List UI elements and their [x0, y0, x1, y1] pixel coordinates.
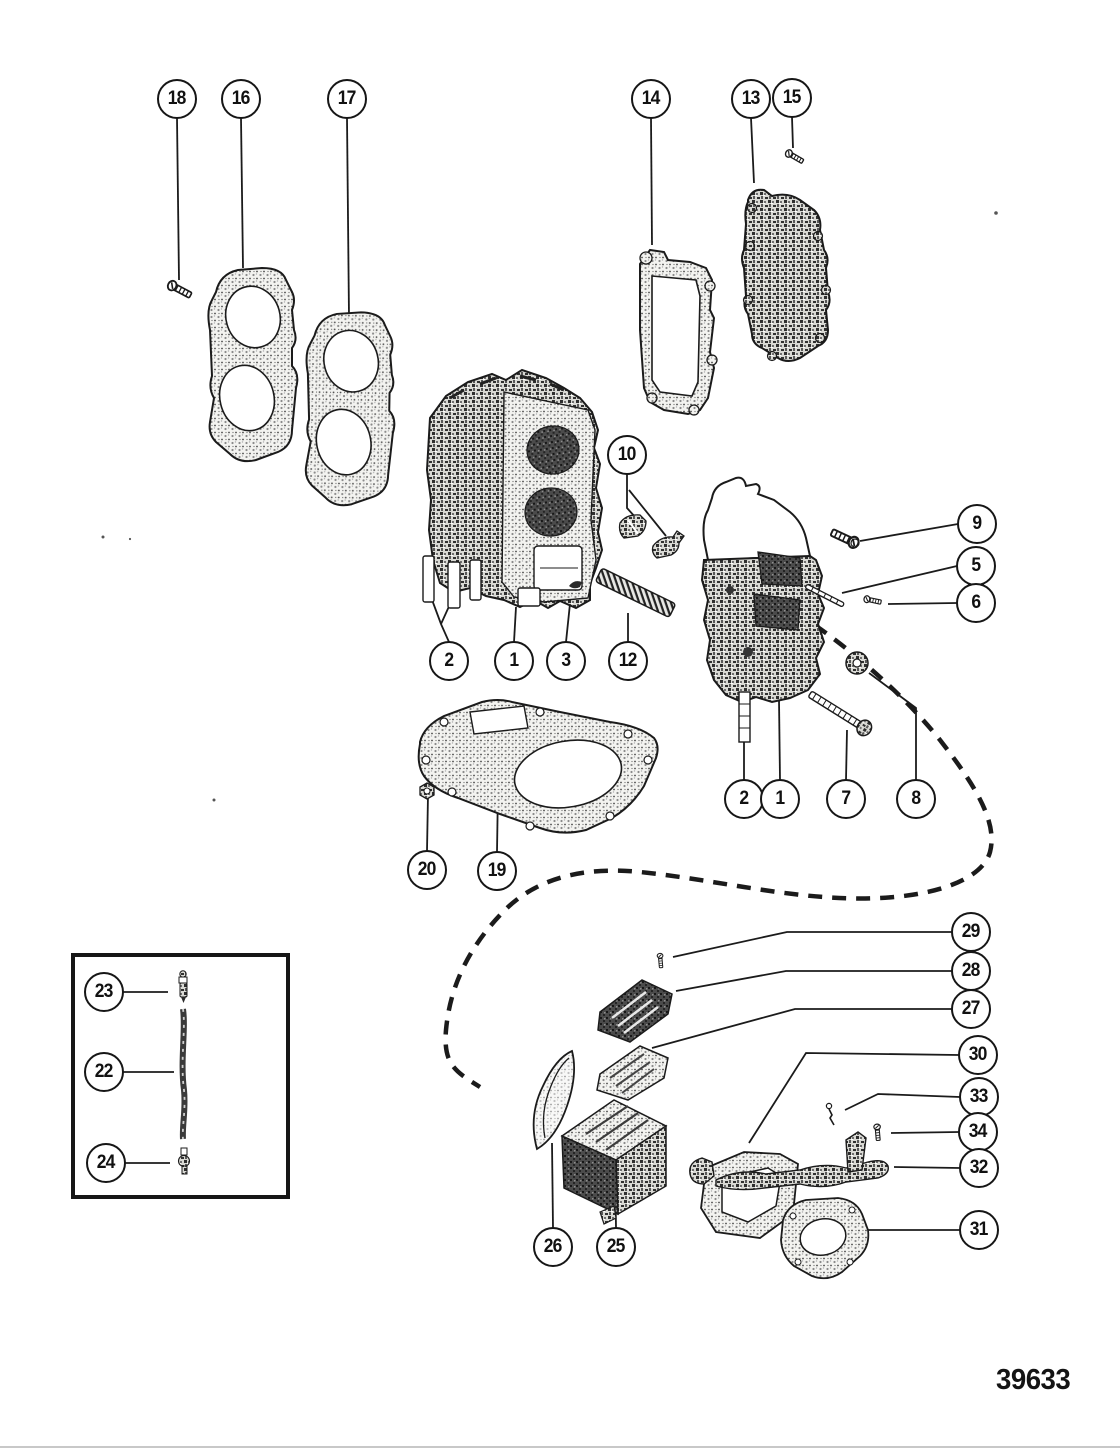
- callout-1-cylinder-block: 1: [494, 641, 534, 681]
- callout-29: 29: [951, 912, 991, 952]
- callout-10: 10: [607, 435, 647, 475]
- part-14-exhaust-gasket: [639, 248, 718, 416]
- callout-15: 15: [772, 78, 812, 118]
- part-33-screw: [825, 1102, 835, 1126]
- part-7-bolt: [808, 691, 873, 737]
- part-31-cover-plate: [780, 1197, 870, 1280]
- part-24-connector: [177, 1147, 191, 1175]
- part-9-screw: [828, 526, 862, 551]
- part-25-reed-block: [560, 1099, 668, 1225]
- callout-23: 23: [84, 972, 124, 1012]
- callout-33: 33: [959, 1077, 999, 1117]
- part-13-exhaust-cover: [741, 188, 832, 362]
- callout-7: 7: [826, 779, 866, 819]
- part-8-nut: [845, 651, 869, 675]
- part-28-reed-valve: [597, 979, 673, 1043]
- callout-24: 24: [86, 1143, 126, 1183]
- callout-22: 22: [84, 1052, 124, 1092]
- part-32-linkage-lever: [689, 1131, 889, 1191]
- part-5-dowel-pin: [805, 584, 845, 607]
- callout-32: 32: [959, 1148, 999, 1188]
- part-3-retainer-clip: [569, 581, 582, 589]
- callout-26: 26: [533, 1227, 573, 1267]
- part-34-screw: [873, 1123, 883, 1142]
- callout-2-crankcase: 2: [724, 779, 764, 819]
- scan-specks: [101, 211, 998, 802]
- assembly-routing-dashed-line: [443, 610, 994, 1089]
- part-26-gasket: [532, 1049, 576, 1151]
- callout-5: 5: [956, 546, 996, 586]
- inset-box: [71, 953, 290, 1199]
- part-20-nut: [419, 782, 435, 800]
- callout-27: 27: [951, 989, 991, 1029]
- callout-14: 14: [631, 79, 671, 119]
- callout-8: 8: [896, 779, 936, 819]
- part-1-crankcase-cover: [700, 476, 826, 743]
- callout-28: 28: [951, 951, 991, 991]
- part-10-bearing-halves: [618, 514, 685, 559]
- drawing-number: 39633: [996, 1364, 1071, 1396]
- callout-17: 17: [327, 79, 367, 119]
- part-6-screw: [862, 594, 883, 607]
- callout-6: 6: [956, 583, 996, 623]
- callout-13: 13: [731, 79, 771, 119]
- part-18-screw: [165, 278, 194, 301]
- part-16-head-gasket: [207, 266, 299, 463]
- callout-30: 30: [958, 1035, 998, 1075]
- part-19-base-gasket: [417, 699, 659, 834]
- callout-3: 3: [546, 641, 586, 681]
- callout-20: 20: [407, 850, 447, 890]
- callout-1-crankcase: 1: [760, 779, 800, 819]
- callout-25: 25: [596, 1227, 636, 1267]
- part-22-fuel-line: [179, 1008, 188, 1140]
- callout-12: 12: [608, 641, 648, 681]
- part-15-screw: [783, 147, 806, 166]
- callout-9: 9: [957, 504, 997, 544]
- part-23-fitting: [178, 970, 188, 1003]
- part-17-head-gasket: [302, 310, 398, 508]
- part-27-reed-valve: [596, 1045, 669, 1101]
- part-29-screw: [656, 952, 665, 969]
- callout-19: 19: [477, 851, 517, 891]
- callout-2-cylinder-block: 2: [429, 641, 469, 681]
- part-12-seal-strip: [595, 568, 676, 618]
- callout-18: 18: [157, 79, 197, 119]
- scan-edge-line: [0, 1446, 1120, 1448]
- callout-31: 31: [959, 1210, 999, 1250]
- part-1-cylinder-block: [422, 368, 604, 610]
- callout-16: 16: [221, 79, 261, 119]
- callout-34: 34: [958, 1112, 998, 1152]
